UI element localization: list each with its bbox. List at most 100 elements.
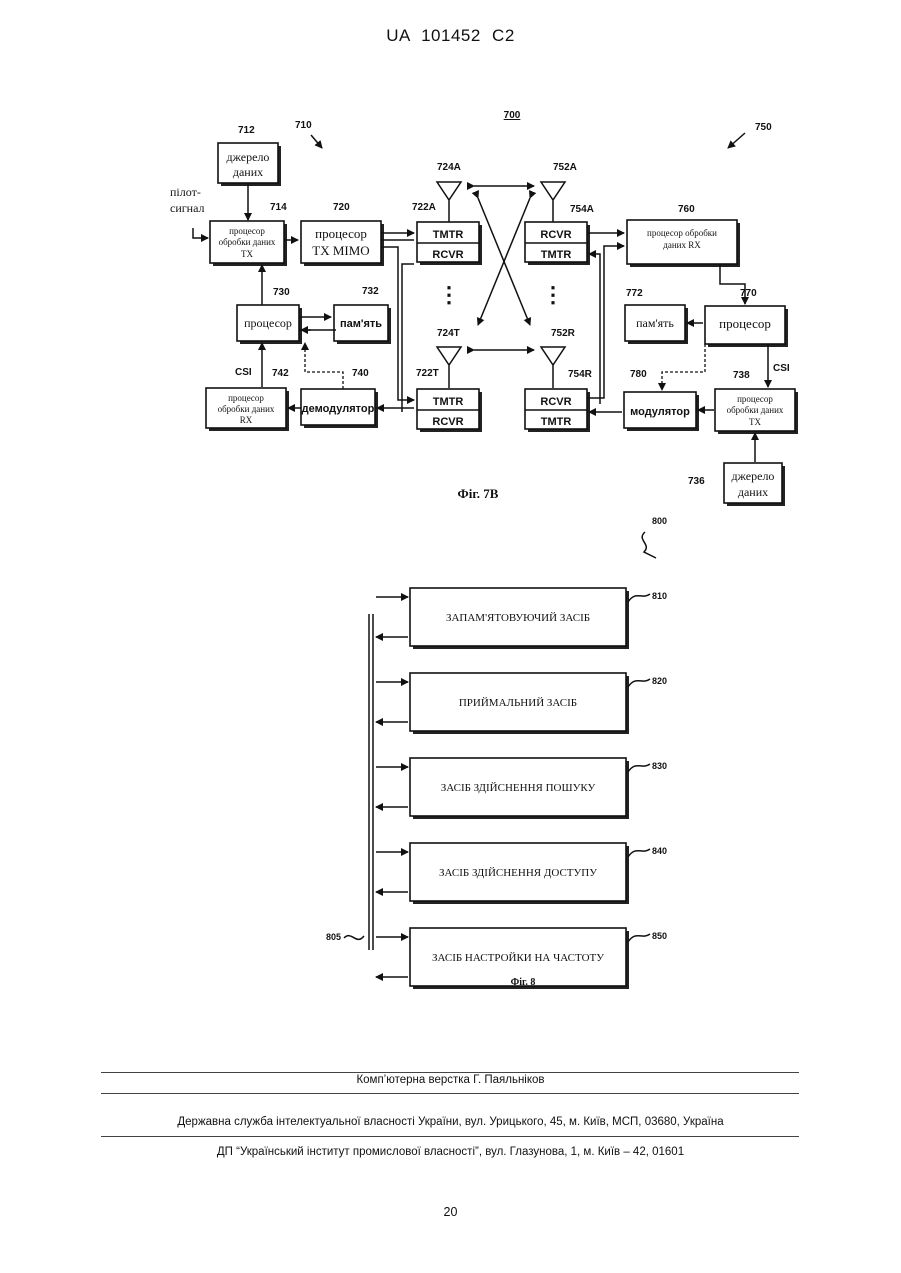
- memory-label-right: пам'ять: [636, 316, 674, 330]
- antenna-752A-icon: [541, 182, 565, 222]
- footer-divider-3: [101, 1136, 799, 1137]
- ref-750: 750: [755, 122, 772, 133]
- tx-proc-label-3: TX: [241, 249, 253, 259]
- fig8-block-ref: 820: [652, 676, 667, 686]
- tx-proc-right-label-2: обробки даних: [727, 405, 784, 415]
- antenna-724T-icon: [437, 347, 461, 388]
- fig8-block-label: ПРИЙМАЛЬНИЙ ЗАСІБ: [459, 697, 577, 709]
- ref-738: 738: [733, 370, 750, 381]
- rx-proc-left-label-3: RX: [240, 415, 253, 425]
- tmtr-label-722A: TMTR: [433, 229, 464, 241]
- rx-proc-left-label-2: обробки даних: [218, 404, 275, 414]
- ref-710-pointer: [311, 135, 322, 148]
- tx-proc-right-label-1: процесор: [737, 394, 773, 404]
- figure-8-caption: Фіг. 8: [511, 977, 536, 988]
- data-source-label-1: джерело: [227, 150, 270, 164]
- ref-700: 700: [504, 110, 521, 121]
- data-source-right-label-1: джерело: [732, 469, 775, 483]
- fig8-block: ЗАСІБ ЗДІЙСНЕННЯ ПОШУКУ 830: [376, 758, 667, 819]
- ref-742: 742: [272, 368, 289, 379]
- ref-760: 760: [678, 204, 695, 215]
- fig8-block-ref: 810: [652, 591, 667, 601]
- processor-label-right: процесор: [719, 316, 771, 331]
- footer-agency: Державна служба інтелектуальної власност…: [0, 1116, 901, 1128]
- ref-722T: 722T: [416, 368, 439, 379]
- figure-8-blocks: ЗАПАМ'ЯТОВУЮЧИЙ ЗАСІБ 810ПРИЙМАЛЬНИЙ ЗАСІ…: [376, 588, 667, 989]
- fig8-block-ref-pointer: [628, 934, 650, 942]
- ref-710: 710: [295, 120, 312, 131]
- ref-732: 732: [362, 286, 379, 297]
- data-source-label-2: даних: [233, 165, 263, 179]
- fig8-block: ПРИЙМАЛЬНИЙ ЗАСІБ 820: [376, 673, 667, 734]
- ref-750-pointer: [728, 133, 745, 148]
- antenna-724A-icon: [437, 182, 461, 222]
- fig8-block-label: ЗАСІБ ЗДІЙСНЕННЯ ДОСТУПУ: [439, 867, 597, 879]
- rx-proc-right-label-2: даних RX: [663, 240, 701, 250]
- ref-752R: 752R: [551, 328, 576, 339]
- fig8-block-ref-pointer: [628, 764, 650, 772]
- antenna-dots-left: ⋮: [438, 282, 460, 307]
- rcvr-label-722T: RCVR: [432, 416, 463, 428]
- fig8-block-ref: 840: [652, 846, 667, 856]
- ref-752A: 752A: [553, 162, 577, 173]
- ref-736: 736: [688, 476, 705, 487]
- ref-800: 800: [652, 516, 667, 526]
- fig8-block-ref: 850: [652, 931, 667, 941]
- figure-8-diagram: 800 805 ЗАПАМ'ЯТОВУЮЧИЙ ЗАСІБ 810ПРИЙМАЛЬ…: [0, 510, 901, 1010]
- figure-7b-caption: Фіг. 7B: [458, 486, 499, 501]
- data-source-right-label-2: даних: [738, 485, 768, 499]
- fig8-block-ref: 830: [652, 761, 667, 771]
- antenna-dots-right: ⋮: [542, 282, 564, 307]
- modulator-label: модулятор: [630, 406, 690, 418]
- fig8-block-ref-pointer: [628, 594, 650, 602]
- fig8-block-label: ЗАСІБ НАСТРОЙКИ НА ЧАСТОТУ: [432, 952, 604, 964]
- ref-740: 740: [352, 368, 369, 379]
- ref-714: 714: [270, 202, 287, 213]
- tx-mimo-label-2: TX MIMO: [312, 243, 369, 258]
- pilot-label-1: пілот-: [170, 185, 201, 199]
- rcvr-label-754A: RCVR: [540, 229, 571, 241]
- rx-proc-left-label-1: процесор: [228, 393, 264, 403]
- ref-805: 805: [326, 932, 341, 942]
- ref-712: 712: [238, 125, 255, 136]
- footer-divider-1: [101, 1072, 799, 1073]
- ref-730: 730: [273, 287, 290, 298]
- rcvr-label-754R: RCVR: [540, 396, 571, 408]
- tx-mimo-label-1: процесор: [315, 226, 367, 241]
- antenna-752R-icon: [541, 347, 565, 388]
- footer-layout-credit: Комп’ютерна верстка Г. Паяльніков: [0, 1074, 901, 1086]
- memory-label-left: пам'ять: [340, 318, 382, 330]
- fig8-block-label: ЗАПАМ'ЯТОВУЮЧИЙ ЗАСІБ: [446, 612, 590, 624]
- figure-7b-diagram: 700 710 750 712 джерело даних пілот- сиг…: [0, 0, 901, 520]
- ref-724A: 724A: [437, 162, 461, 173]
- page-number: 20: [0, 1205, 901, 1219]
- ref-772: 772: [626, 288, 643, 299]
- ref-770: 770: [740, 288, 757, 299]
- ref-800-pointer: [642, 532, 656, 558]
- fig8-block-ref-pointer: [628, 679, 650, 687]
- tmtr-label-722T: TMTR: [433, 396, 464, 408]
- ref-720: 720: [333, 202, 350, 213]
- ref-754R: 754R: [568, 369, 593, 380]
- tmtr-label-754A: TMTR: [541, 249, 572, 261]
- rcvr-label-722A: RCVR: [432, 249, 463, 261]
- footer-divider-2: [101, 1093, 799, 1094]
- rx-proc-right-label-1: процесор обробки: [647, 228, 717, 238]
- tx-proc-label-2: обробки даних: [219, 237, 276, 247]
- pilot-label-2: сигнал: [170, 201, 205, 215]
- fig8-block: ЗАПАМ'ЯТОВУЮЧИЙ ЗАСІБ 810: [376, 588, 667, 649]
- fig8-block: ЗАСІБ ЗДІЙСНЕННЯ ДОСТУПУ 840: [376, 843, 667, 904]
- fig8-block-label: ЗАСІБ ЗДІЙСНЕННЯ ПОШУКУ: [441, 782, 596, 794]
- ref-754A: 754A: [570, 204, 594, 215]
- demodulator-label: демодулятор: [302, 403, 375, 415]
- ref-805-pointer: [344, 936, 364, 940]
- ref-722A: 722A: [412, 202, 436, 213]
- csi-label-left: CSI: [235, 367, 252, 378]
- fig8-block-ref-pointer: [628, 849, 650, 857]
- ref-780: 780: [630, 369, 647, 380]
- processor-label-left: процесор: [244, 316, 292, 330]
- tmtr-label-754R: TMTR: [541, 416, 572, 428]
- tx-proc-label-1: процесор: [229, 226, 265, 236]
- tx-proc-right-label-3: TX: [749, 417, 761, 427]
- csi-label-right: CSI: [773, 363, 790, 374]
